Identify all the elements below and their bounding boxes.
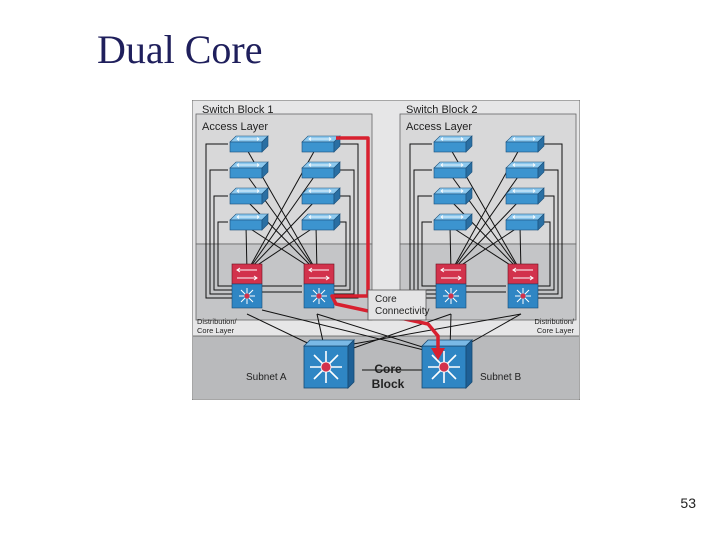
- subnet-a-label: Subnet A: [246, 372, 287, 383]
- core-block-label-1: Core: [374, 362, 402, 376]
- switch-block-1-panel: [195, 113, 373, 321]
- access-layer-label-2: Access Layer: [406, 121, 472, 133]
- switch-block-2-panel: [399, 113, 577, 321]
- access-switch-icon: [229, 161, 269, 179]
- slide-number: 53: [680, 495, 696, 511]
- dual-core-diagram: Switch Block 1 Access Layer Switch Block…: [192, 100, 580, 400]
- access-switch-icon: [301, 135, 341, 153]
- distribution-switch-icon: [507, 263, 539, 309]
- slide-title: Dual Core: [97, 27, 263, 72]
- access-switch-icon: [229, 187, 269, 205]
- distribution-label-1b: Core Layer: [197, 326, 235, 335]
- switch-block-2-title: Switch Block 2: [406, 104, 478, 116]
- access-switch-icon: [505, 135, 545, 153]
- distribution-label-2b: Core Layer: [537, 326, 575, 335]
- distribution-switch-icon: [231, 263, 263, 309]
- core-connectivity-label-2: Connectivity: [375, 306, 429, 317]
- highlighted-path: [330, 136, 440, 350]
- switch-block-1-title: Switch Block 1: [202, 104, 274, 116]
- access-switch-icon: [301, 213, 341, 231]
- core-switch-icon: [303, 339, 355, 389]
- access-switch-icon: [433, 161, 473, 179]
- access-switch-icon: [229, 135, 269, 153]
- access-switch-icon: [505, 213, 545, 231]
- access-switch-icon: [229, 213, 269, 231]
- access-switch-icon: [505, 187, 545, 205]
- subnet-b-label: Subnet B: [480, 372, 521, 383]
- access-switch-icon: [433, 135, 473, 153]
- distribution-switch-icon: [435, 263, 467, 309]
- core-switch-icon: [421, 339, 473, 389]
- distribution-switch-icon: [303, 263, 335, 309]
- distribution-label-2a: Distribution/: [534, 317, 575, 326]
- distribution-label-1a: Distribution/: [197, 317, 238, 326]
- access-switch-icon: [301, 161, 341, 179]
- access-layer-label-1: Access Layer: [202, 121, 268, 133]
- access-switch-icon: [301, 187, 341, 205]
- arrow-head-icon: [431, 348, 445, 360]
- core-connectivity-label-1: Core: [375, 294, 397, 305]
- access-switch-icon: [433, 213, 473, 231]
- access-switch-icon: [433, 187, 473, 205]
- core-block-label-2: Block: [372, 377, 405, 391]
- access-switch-icon: [505, 161, 545, 179]
